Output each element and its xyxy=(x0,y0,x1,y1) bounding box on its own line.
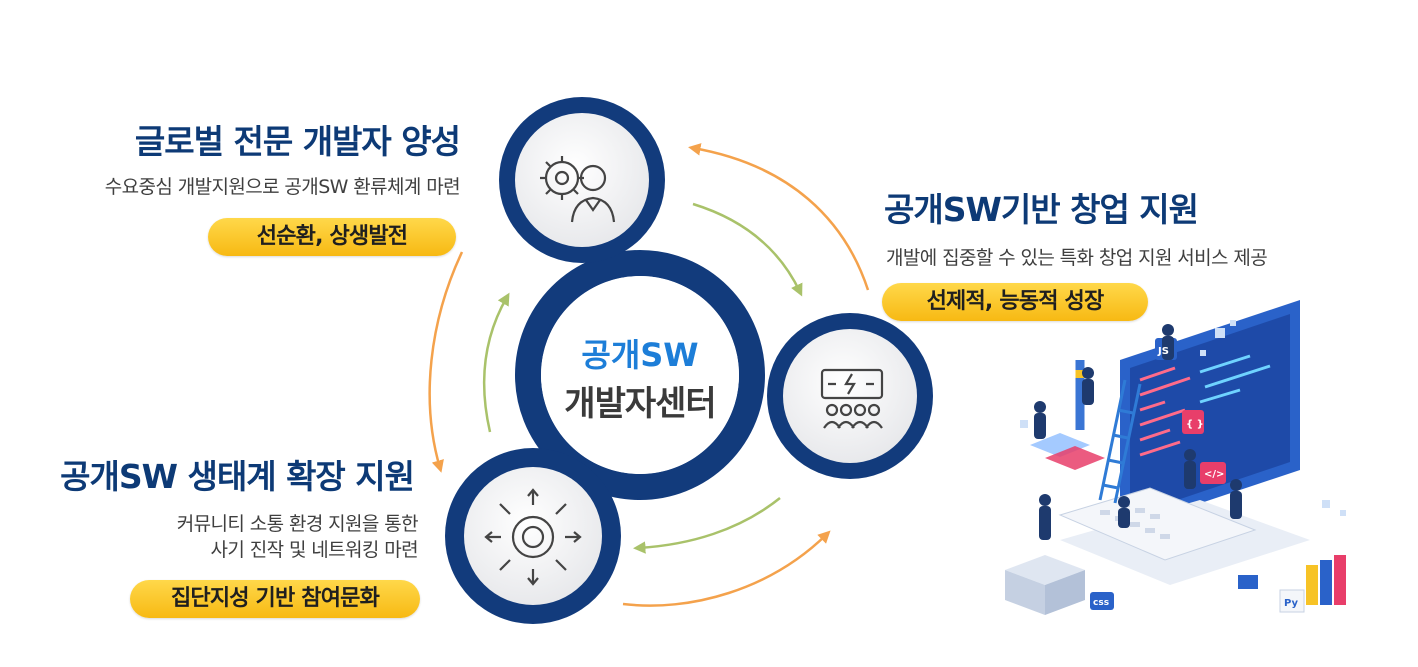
code-tag-label: </> xyxy=(1204,469,1224,480)
node-bottom-badge: 집단지성 기반 참여문화 xyxy=(130,580,420,618)
center-subtitle: 개발자센터 xyxy=(564,384,716,424)
arrow-green-bottom-to-top xyxy=(482,292,510,433)
python-label: Py xyxy=(1284,598,1299,609)
network-hub-icon xyxy=(484,488,582,586)
center-disk xyxy=(541,276,739,474)
node-bottom-desc-line2: 사기 진작 및 네트워킹 마련 xyxy=(210,539,419,561)
js-label: JS xyxy=(1157,346,1169,357)
arrow-green-right-to-bottom xyxy=(633,497,781,554)
node-right-badge: 선제적, 능동적 성장 xyxy=(882,283,1148,321)
center-ring xyxy=(515,250,765,500)
node-right-title: 공개SW기반 창업 지원 xyxy=(884,190,1199,229)
node-right xyxy=(767,313,933,479)
node-bottom-title: 공개SW 생태계 확장 지원 xyxy=(60,457,415,496)
braces-label: { } xyxy=(1186,419,1204,430)
center-label: 공개SW 개발자센터 xyxy=(540,330,740,425)
arrow-orange-bottom-to-right xyxy=(622,530,831,607)
presentation-audience-icon xyxy=(820,368,884,429)
center-title: 공개SW xyxy=(581,336,699,374)
css-label: css xyxy=(1093,598,1109,608)
node-right-desc: 개발에 집중할 수 있는 특화 창업 지원 서비스 제공 xyxy=(886,247,1268,269)
node-bottom xyxy=(445,448,621,624)
developer-illustration xyxy=(1005,300,1346,615)
developer-gear-icon xyxy=(540,156,616,223)
node-top-title: 글로벌 전문 개발자 양성 xyxy=(134,122,461,161)
arrow-green-top-to-right xyxy=(692,202,803,297)
node-bottom-desc-line1: 커뮤니티 소통 환경 지원을 통한 xyxy=(176,513,419,535)
node-top-desc: 수요중심 개발지원으로 공개SW 환류체계 마련 xyxy=(104,176,461,198)
arrow-orange-top-to-bottom xyxy=(428,251,464,473)
node-top-badge: 선순환, 상생발전 xyxy=(208,218,456,256)
arrow-orange-right-to-top xyxy=(688,143,870,291)
